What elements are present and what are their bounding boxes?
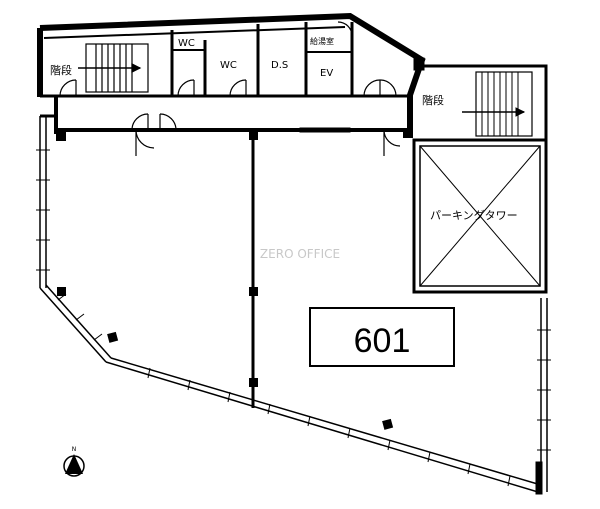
parking-tower — [412, 138, 548, 294]
unit-number-box — [309, 307, 455, 367]
unit-number: 601 — [354, 322, 411, 360]
core-doors — [59, 21, 397, 97]
wc-1-label: WC — [178, 38, 195, 49]
corridor — [54, 96, 410, 156]
columns — [56, 128, 413, 430]
stairs-left-label: 階段 — [50, 63, 72, 77]
wc-2-label: WC — [220, 60, 237, 71]
window-ticks — [36, 149, 551, 487]
ds-label: D.S — [271, 60, 288, 71]
core-walls — [37, 12, 426, 128]
hot-water-room-label: 給湯室 — [310, 36, 334, 46]
ev-label: EV — [320, 68, 333, 79]
stairs-right-label: 階段 — [422, 93, 444, 107]
north-mark-label: N — [72, 446, 77, 453]
parking-tower-label: パーキングタワー — [430, 208, 518, 222]
stairs-left — [78, 43, 149, 93]
watermark: ZERO OFFICE — [260, 247, 340, 261]
north-arrow-icon: N — [63, 446, 85, 477]
office-walls — [39, 114, 548, 495]
